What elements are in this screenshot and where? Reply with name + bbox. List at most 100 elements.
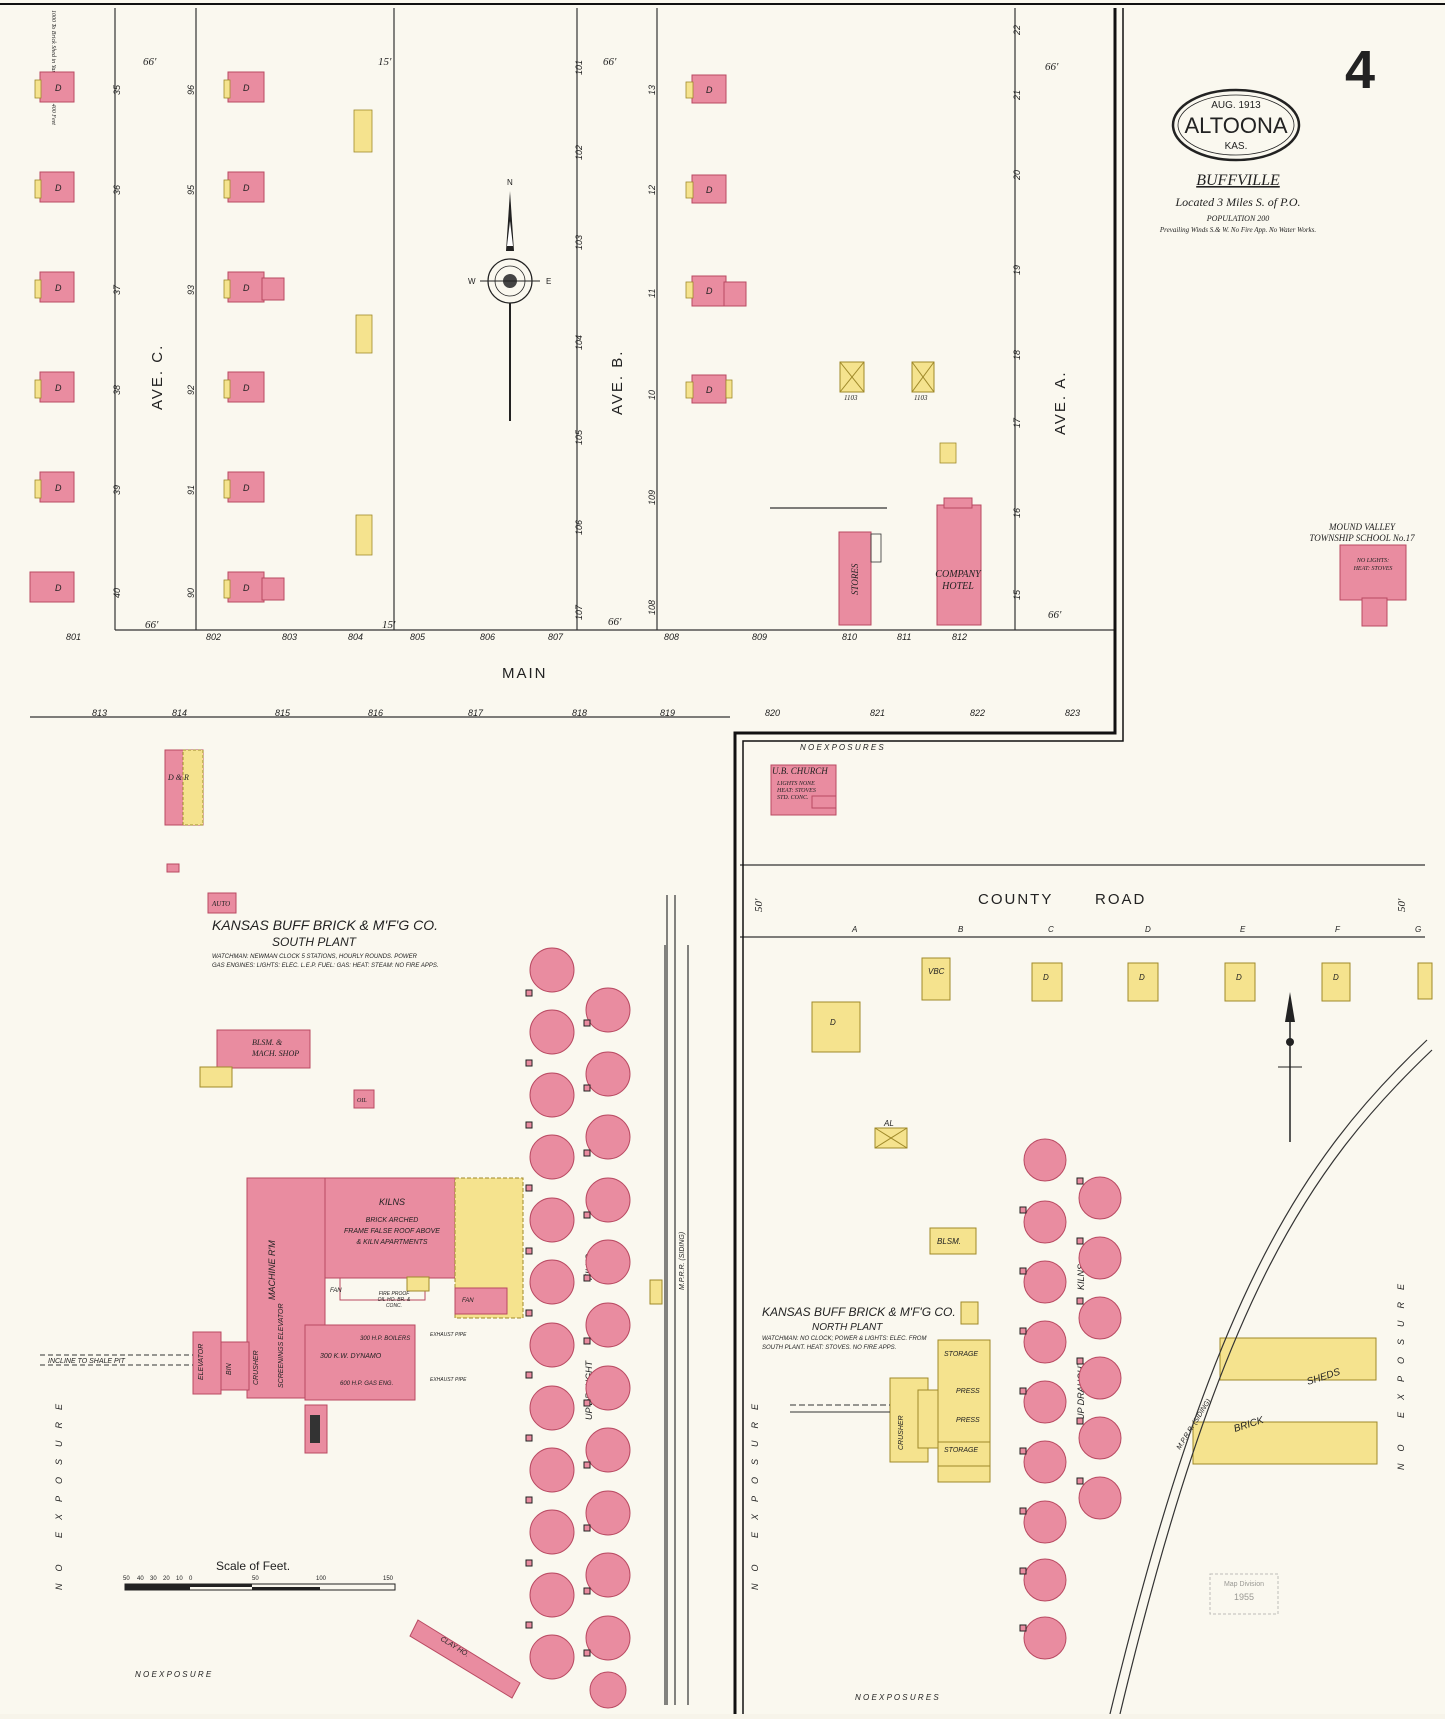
- elevator-label: ELEVATOR: [198, 1344, 205, 1380]
- dwelling-label: D: [1043, 973, 1049, 982]
- siding-label: M.P.R.R. (SIDING): [679, 1232, 686, 1290]
- gas-eng-label: 600 H.P. GAS ENG.: [340, 1381, 393, 1387]
- county-road-building-labels: VBC D D D D D AL BLSM.: [830, 967, 1339, 1246]
- scale-title: Scale of Feet.: [216, 1559, 290, 1573]
- dwelling-label: D: [1236, 973, 1242, 982]
- crusher-label: CRUSHER: [253, 1350, 260, 1385]
- fan-label: FAN: [462, 1298, 474, 1304]
- width-label: 66': [608, 616, 622, 628]
- lot-number: 40: [112, 588, 122, 598]
- north-company: KANSAS BUFF BRICK & M'F'G CO.: [762, 1305, 956, 1319]
- street-ave-c-label: AVE. C.: [149, 344, 166, 410]
- blsm-shop-label: BLSM. &: [252, 1038, 283, 1047]
- dwelling-label: D: [243, 483, 250, 493]
- dwelling-row-ave-b-east: [691, 74, 747, 404]
- north-arrow: [1278, 992, 1302, 1142]
- stamp-text: Map Division: [1224, 1581, 1264, 1588]
- dwelling-row-ave-c-west: [29, 71, 75, 603]
- ub-church: U.B. CHURCH LIGHTS NONE HEAT: STOVES STD…: [770, 764, 837, 816]
- porches: [34, 79, 957, 599]
- block-number: 810: [842, 632, 857, 642]
- church-note: HEAT: STOVES: [776, 788, 816, 794]
- storage-label: STORAGE: [944, 1351, 978, 1358]
- south-company: KANSAS BUFF BRICK & M'F'G CO.: [212, 917, 438, 933]
- south-kilns: [529, 947, 631, 1709]
- lot-number: 22: [1012, 25, 1022, 36]
- lot-number: 108: [647, 600, 657, 615]
- library-stamp: Map Division 1955: [1209, 1573, 1279, 1615]
- width-label: 15': [378, 56, 392, 68]
- lot-number: 39: [112, 485, 122, 495]
- lot-number: 13: [647, 85, 657, 95]
- fire-proof-label: OIL HO. BR. &: [378, 1297, 411, 1303]
- street-main-label: MAIN: [502, 665, 548, 682]
- block-number: 812: [952, 632, 967, 642]
- scale-tick: 0: [189, 1576, 193, 1582]
- lot-number: 91: [186, 485, 196, 495]
- col-letter: G: [1415, 925, 1421, 934]
- fan-label: FAN: [330, 1288, 342, 1294]
- dwelling-label: D: [1139, 973, 1145, 982]
- dwelling-label: D: [243, 383, 250, 393]
- crusher-label: CRUSHER: [898, 1415, 905, 1450]
- compass-n: N: [507, 178, 513, 187]
- page-number: 4: [1345, 40, 1375, 100]
- lot-number: 102: [574, 145, 584, 160]
- kilns-block-label: FRAME FALSE ROOF ABOVE: [344, 1228, 440, 1235]
- exhaust-label: EXHAUST PIPE: [430, 1377, 467, 1383]
- sheet-boundary: [0, 3, 1445, 1714]
- scale-tick: 10: [176, 1576, 183, 1582]
- north-plant-name: NORTH PLANT: [812, 1322, 883, 1333]
- width-label: 66': [1045, 61, 1059, 73]
- street-ave-a-label: AVE. A.: [1052, 370, 1069, 435]
- press-label: PRESS: [956, 1417, 980, 1424]
- lot-number: 105: [574, 429, 584, 445]
- dwelling-label: D: [706, 85, 713, 95]
- shed-label: D & R: [167, 773, 189, 782]
- dwelling-label: D: [706, 185, 713, 195]
- block-number: 815: [275, 708, 291, 718]
- col-letter: A: [851, 925, 857, 934]
- shed-label: 1103: [914, 394, 928, 402]
- county-road-label-1: COUNTY: [978, 891, 1053, 908]
- dwelling-row-ave-c-east: [227, 71, 285, 603]
- dwelling-label: D: [706, 385, 713, 395]
- width-label: 66': [1048, 609, 1062, 621]
- cartouche-state: KAS.: [1225, 141, 1248, 152]
- lot-number: 101: [574, 60, 584, 75]
- cartouche-oval-inner: [1177, 94, 1295, 156]
- col-letter: E: [1240, 925, 1246, 934]
- compass-rose: N W E: [468, 178, 551, 421]
- incline-label: INCLINE TO SHALE PIT: [48, 1358, 126, 1365]
- lot-number: 106: [574, 520, 584, 535]
- lot-number: 38: [112, 385, 122, 395]
- scale-tick: 50: [123, 1576, 130, 1582]
- church-note: LIGHTS NONE: [776, 781, 815, 787]
- margin-note: 1000 To Brick Shed in Yard from Road 400…: [50, 10, 57, 125]
- block-number: 809: [752, 632, 767, 642]
- cartouche-oval: [1171, 88, 1301, 162]
- crossed-sheds: [839, 361, 935, 393]
- lot-number: 10: [647, 390, 657, 400]
- school-note: NO LIGHTS:: [1356, 558, 1389, 564]
- stores-label: STORES: [850, 563, 860, 595]
- dwelling-label: D: [55, 283, 62, 293]
- block-numbers-top: 801 802 803 804 805 806 807 808 809 810 …: [66, 632, 967, 642]
- school-name: TOWNSHIP SCHOOL No.17: [1309, 533, 1415, 543]
- south-plant-misc: D & R AUTO BLSM. & MACH. SHOP OIL: [164, 749, 375, 1109]
- winds-note: Prevailing Winds S.& W. No Fire App. No …: [1159, 226, 1317, 234]
- boiler-label: 300 H.P. BOILERS: [360, 1336, 410, 1342]
- north-kilns-label: KILNS: [1076, 1264, 1086, 1290]
- lot-number: 18: [1012, 350, 1022, 360]
- lot-number: 21: [1012, 90, 1022, 101]
- fire-proof-label: CONC.: [386, 1303, 402, 1309]
- scale-tick: 40: [137, 1576, 144, 1582]
- block-number: 801: [66, 632, 81, 642]
- machine-room-label: MACHINE R'M: [267, 1240, 277, 1300]
- south-engines: GAS ENGINES: LIGHTS: ELEC. L.E.P. FUEL: …: [212, 963, 439, 969]
- press-label: PRESS: [956, 1388, 980, 1395]
- oil-label: OIL: [357, 1098, 367, 1104]
- school-note: HEAT: STOVES: [1353, 566, 1393, 572]
- company-hotel-label: COMPANY: [935, 569, 982, 580]
